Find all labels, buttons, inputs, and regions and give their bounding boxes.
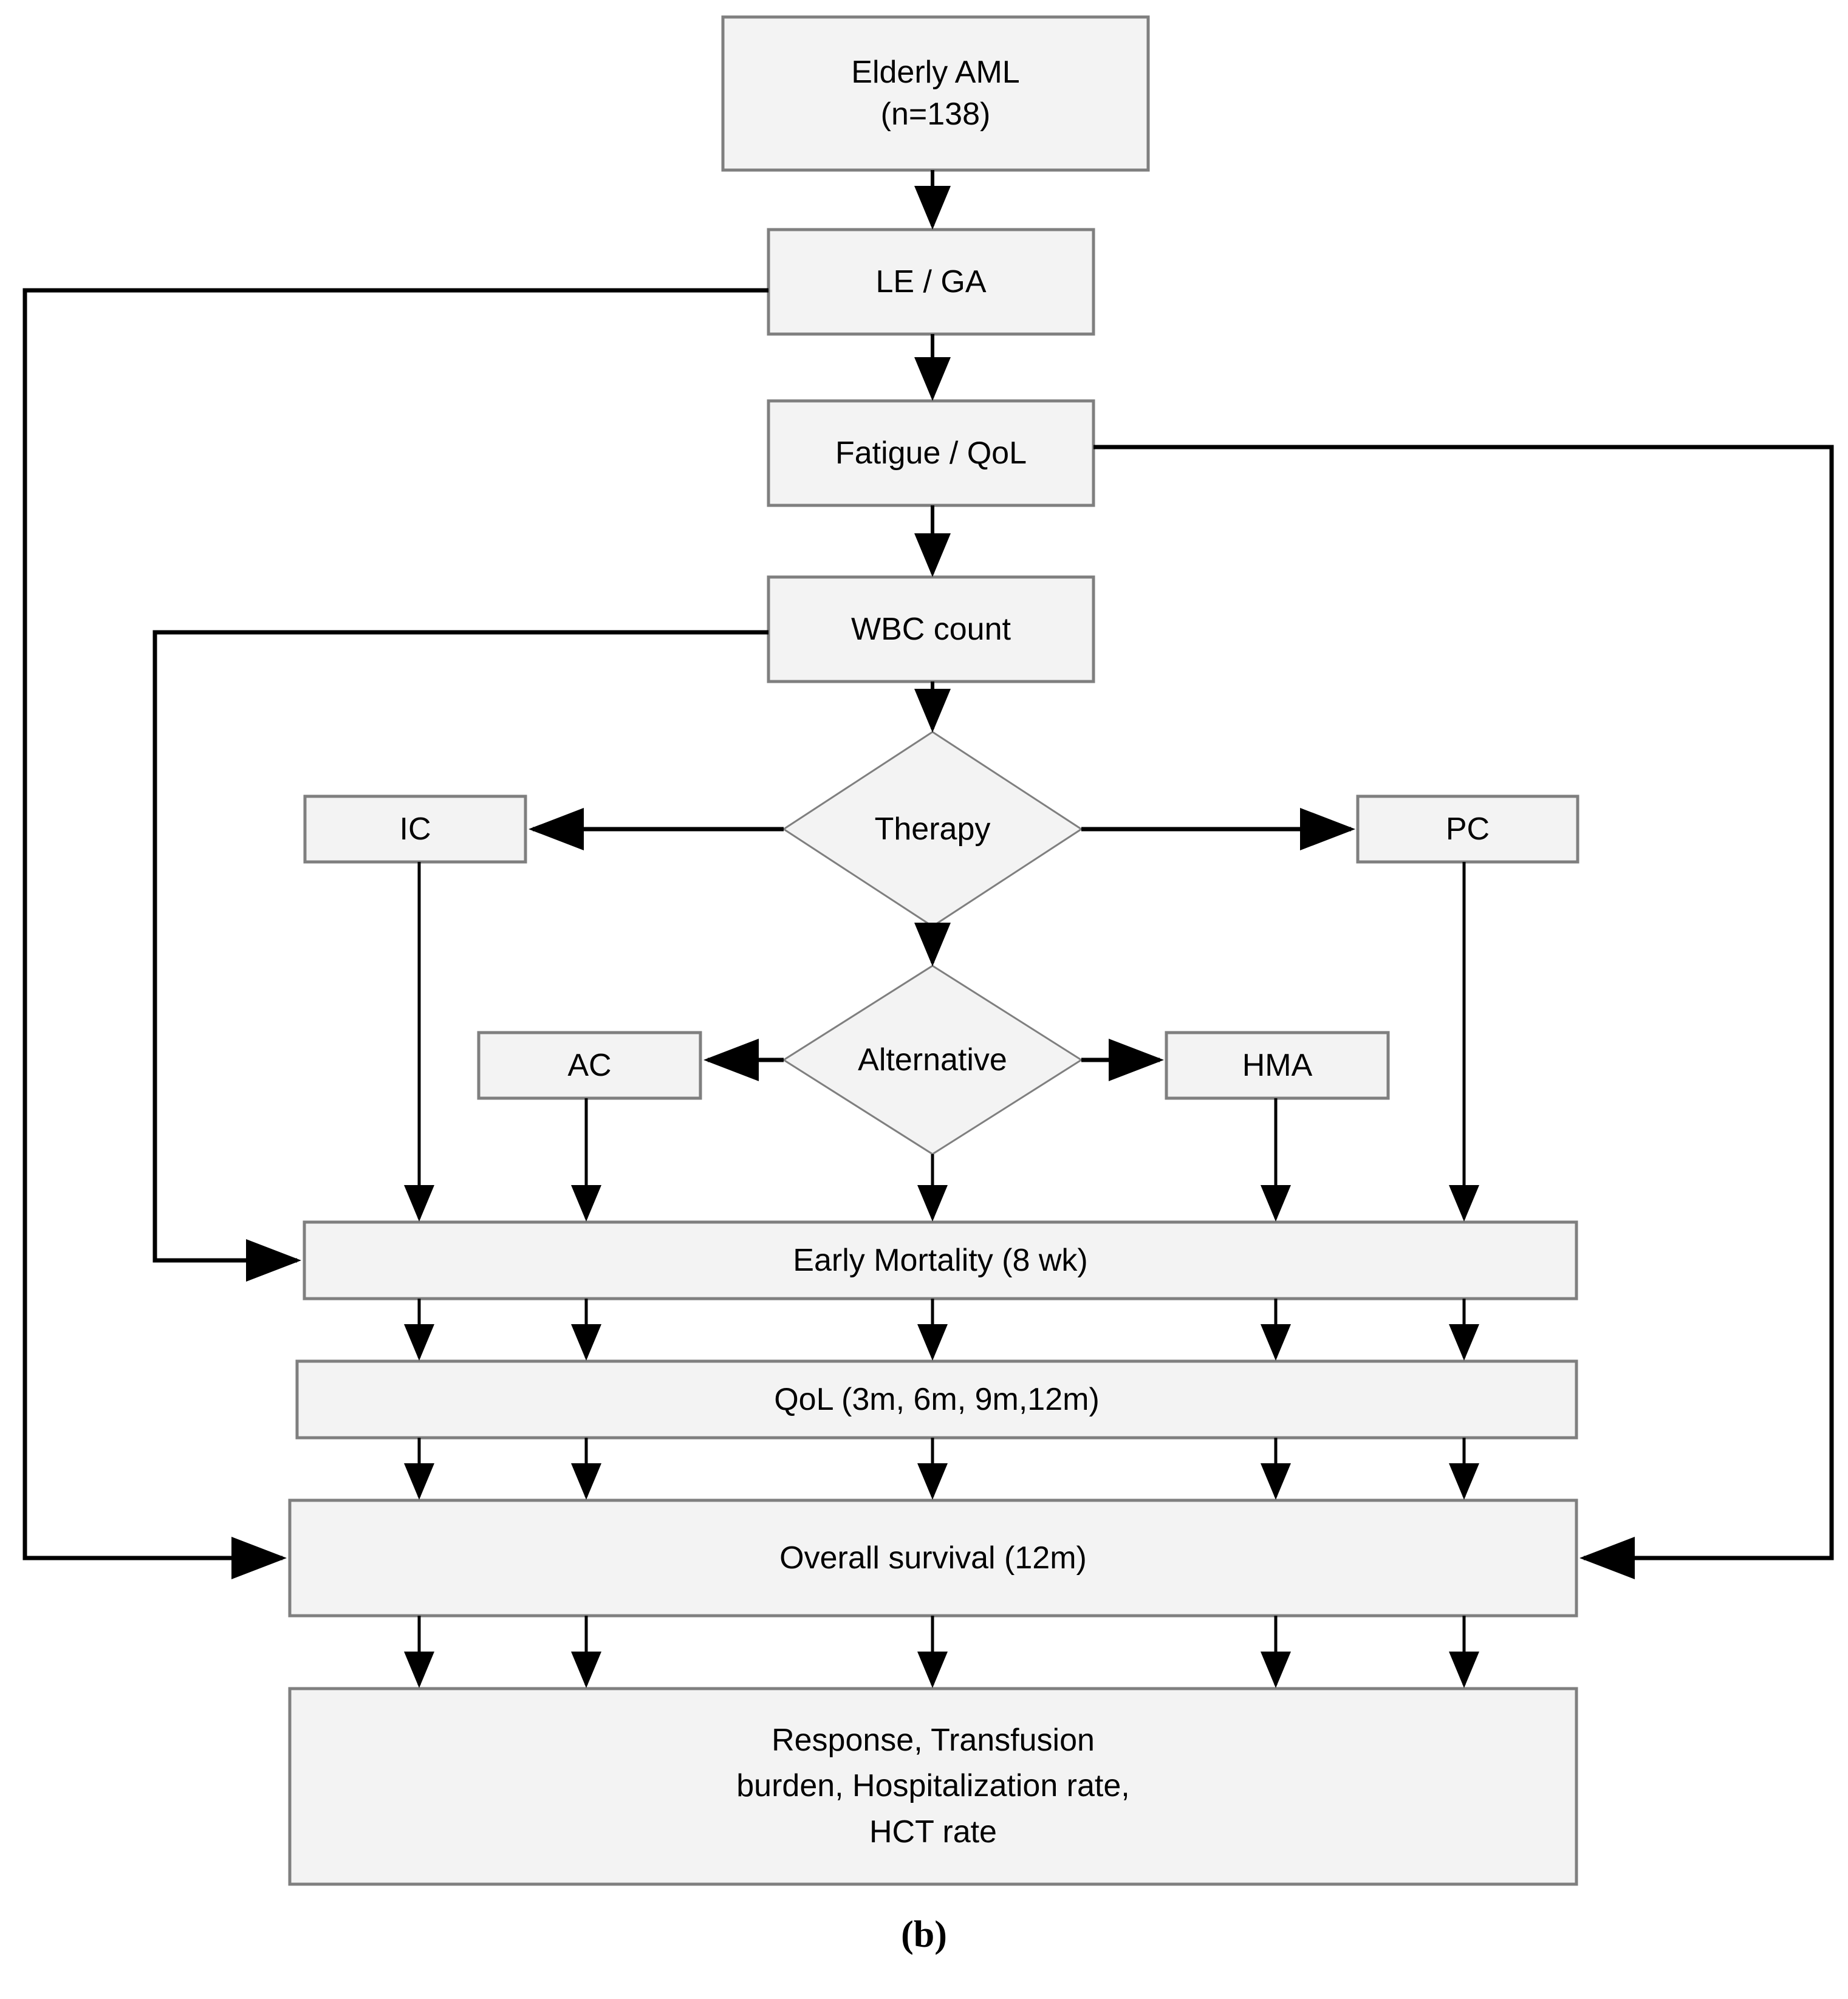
edges-feedback-loops	[22, 288, 1834, 1579]
node-rect-early-mortality[interactable]	[303, 1220, 1578, 1300]
node-rect-ac[interactable]	[477, 1031, 702, 1100]
edges-qol-to-overall-survival	[404, 1438, 1479, 1500]
node-diamond-therapy[interactable]	[782, 731, 1083, 928]
node-rect-wbc-count[interactable]	[767, 575, 1095, 683]
node-rect-le-ga[interactable]	[767, 228, 1095, 336]
node-rect-ic[interactable]	[303, 794, 527, 864]
edge-le-ga-feedback-to-overall-survival	[22, 288, 768, 1579]
node-rect-overall-survival[interactable]	[288, 1498, 1578, 1618]
node-rect-pc[interactable]	[1356, 794, 1579, 864]
node-rect-endpoints[interactable]	[288, 1687, 1578, 1886]
node-rect-hma[interactable]	[1165, 1031, 1390, 1100]
node-rect-qol-series[interactable]	[295, 1359, 1578, 1440]
node-rect-fatigue-qol[interactable]	[767, 399, 1095, 507]
edges-to-early-mortality	[404, 862, 1479, 1222]
edge-wbc-feedback-to-early-mortality	[152, 630, 768, 1282]
edges-branch	[529, 808, 1355, 1081]
edges-overall-survival-to-endpoints	[404, 1616, 1479, 1688]
node-rect-cohort[interactable]	[721, 15, 1150, 172]
edge-fatigue-feedback-to-overall-survival	[1093, 445, 1834, 1579]
edges-early-mortality-to-qol	[404, 1299, 1479, 1361]
figure-caption: (b)	[901, 1914, 947, 1955]
node-shapes	[288, 15, 1579, 1886]
node-diamond-alternative[interactable]	[782, 965, 1083, 1155]
